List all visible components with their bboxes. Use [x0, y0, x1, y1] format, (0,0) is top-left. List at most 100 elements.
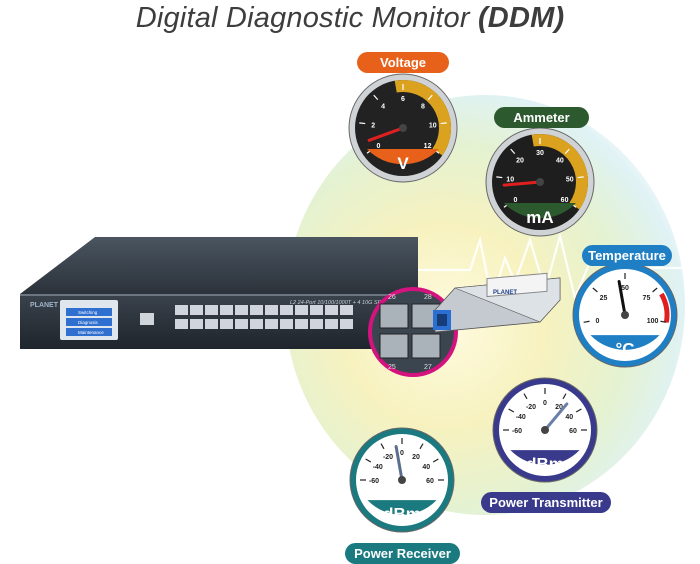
- gauge-tick-mark: [575, 408, 582, 413]
- gauge-tick-label: 12: [424, 143, 432, 150]
- power-receiver-unit-band: [367, 500, 437, 515]
- voltage-label: Voltage: [357, 52, 449, 73]
- gauge-tick-mark: [577, 176, 584, 179]
- console-port: [140, 313, 154, 325]
- switch-brand-logo: PLANET: [30, 302, 59, 309]
- gauge-tick-mark: [359, 122, 366, 125]
- gauge-tick-label: 0: [543, 400, 547, 407]
- temperature-unit-text: °C: [615, 339, 634, 358]
- gauge-needle: [394, 445, 404, 482]
- rj45-port-block: [175, 305, 353, 329]
- network-switch: PLANET Switching Diagnosis Maintenance L…: [20, 237, 418, 349]
- gauge-tick-label: 60: [569, 428, 577, 435]
- gauge-needle-hub: [398, 476, 406, 484]
- gauge-tick-label: 25: [600, 295, 608, 302]
- gauge-tick-label: 8: [421, 104, 425, 111]
- temperature-unit-band: [590, 335, 660, 350]
- gauge-tick-label: 20: [555, 404, 563, 411]
- gauge-tick-mark: [365, 458, 372, 463]
- gauge-needle-hub: [536, 178, 544, 186]
- power-transmitter-unit-band: [510, 450, 580, 465]
- gauge-tick-label: 40: [422, 464, 430, 471]
- power-receiver-unit-text: dBm: [383, 504, 421, 523]
- port-number-26: 26: [388, 294, 396, 301]
- gauge-tick-label: -60: [512, 428, 522, 435]
- page-title: Digital Diagnostic Monitor (DDM): [135, 2, 565, 34]
- gauge-tick-mark: [562, 393, 567, 400]
- gauge-needle-hub: [541, 426, 549, 434]
- gauge-tick-label: 0: [400, 450, 404, 457]
- gauge-tick-mark: [373, 94, 379, 101]
- gauge-tick-mark: [432, 458, 439, 463]
- gauge-tick-label: 40: [556, 158, 564, 165]
- switch-model-text: L2 24-Port 10/100/1000T + 4 10G SFP+: [290, 300, 389, 306]
- gauge-tick-label: -20: [383, 454, 393, 461]
- ammeter-unit-band: [504, 203, 576, 219]
- gauge-needle: [617, 280, 627, 317]
- lcd-menu-switching: [66, 308, 112, 316]
- gauge-needle: [367, 126, 405, 142]
- gauge-tick-label: 100: [647, 318, 659, 325]
- gauge-tick-mark: [660, 320, 667, 323]
- gauge-tick-mark: [419, 443, 424, 450]
- gauge-tick-mark: [510, 148, 516, 155]
- gauge-tick-label: 20: [516, 158, 524, 165]
- port-number-25: 25: [388, 364, 396, 371]
- gauge-tick-mark: [592, 287, 598, 293]
- ammeter-color-arc: [531, 134, 588, 210]
- gauge-tick-mark: [427, 94, 433, 101]
- lcd-menu-maintenance: [66, 328, 112, 336]
- gauge-tick-label: -60: [369, 478, 379, 485]
- power-transmitter-unit-text: dBm: [526, 454, 564, 473]
- gauge-tick-label: 75: [643, 295, 651, 302]
- port-number-27: 27: [424, 364, 432, 371]
- gauge-tick-label: 60: [561, 197, 569, 204]
- gauge-tick-label: 20: [412, 454, 420, 461]
- switch-top-panel: [20, 237, 418, 294]
- gauge-tick-label: -40: [516, 414, 526, 421]
- gauge-tick-label: 40: [565, 414, 573, 421]
- sfp-brand-label: PLANET: [493, 290, 517, 296]
- gauge-tick-label: 30: [536, 150, 544, 157]
- voltage-color-arc: [394, 80, 451, 156]
- voltage-gauge: 0 2 4 6 8 10 12V: [348, 73, 458, 183]
- gauge-tick-mark: [496, 176, 503, 179]
- lcd-menu-label: Switching: [78, 310, 98, 315]
- temperature-red-zone: [659, 292, 670, 323]
- gauge-tick-label: 4: [381, 104, 385, 111]
- gauge-tick-label: 10: [506, 177, 514, 184]
- gauge-tick-label: 10: [429, 123, 437, 130]
- lcd-menu-label: Maintenance: [78, 330, 104, 335]
- gauge-needle: [502, 180, 542, 187]
- lcd-menu-diagnosis: [66, 318, 112, 326]
- gauge-tick-label: -20: [526, 404, 536, 411]
- port-number-28: 28: [424, 294, 432, 301]
- power-receiver-label: Power Receiver: [345, 543, 460, 564]
- gauge-tick-label: -40: [373, 464, 383, 471]
- gauge-needle-hub: [399, 124, 407, 132]
- gauge-tick-label: 60: [426, 478, 434, 485]
- gauge-needle-hub: [621, 311, 629, 319]
- gauge-tick-label: 6: [401, 96, 405, 103]
- sfp-transceiver-module: PLANET: [433, 272, 561, 333]
- lcd-menu-label: Diagnosis: [78, 320, 99, 325]
- gauge-tick-label: 0: [513, 197, 517, 204]
- power-transmitter-label: Power Transmitter: [481, 492, 611, 513]
- temperature-gauge: 0 25 50 75 100 °C: [572, 262, 678, 368]
- voltage-unit-band: [367, 149, 439, 165]
- gauge-tick-mark: [652, 287, 658, 293]
- ammeter-label: Ammeter: [494, 107, 589, 128]
- gauge-tick-label: 50: [566, 177, 574, 184]
- gauge-tick-label: 2: [371, 123, 375, 130]
- gauge-tick-label: 50: [621, 285, 629, 292]
- gauge-tick-label: 0: [376, 143, 380, 150]
- gauge-tick-mark: [564, 148, 570, 155]
- gauge-tick-label: 0: [595, 318, 599, 325]
- gauge-tick-mark: [440, 122, 447, 125]
- temperature-label: Temperature: [582, 245, 672, 266]
- voltage-unit-text: V: [397, 154, 409, 173]
